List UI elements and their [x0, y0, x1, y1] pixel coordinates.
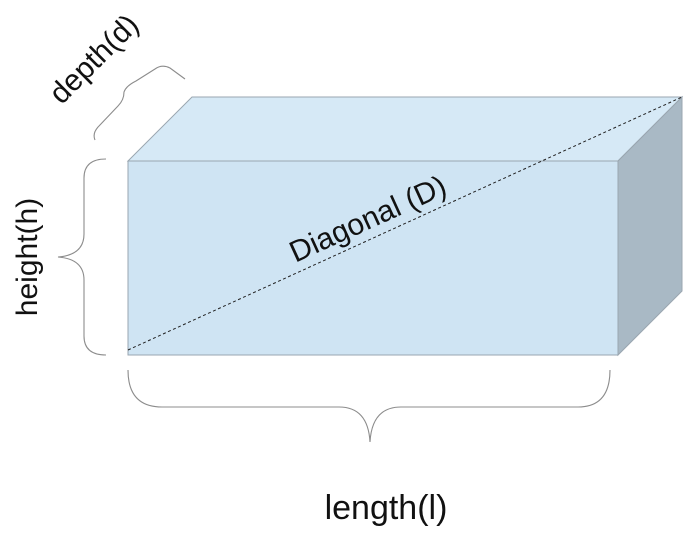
- diagonal-line: [127, 96, 683, 351]
- depth-label: depth(d): [43, 8, 145, 110]
- front-face: [127, 160, 619, 356]
- top-face: [126, 96, 684, 162]
- height-brace: [57, 158, 107, 356]
- height-label: height(h): [11, 198, 44, 316]
- length-brace: [127, 369, 611, 443]
- length-label: length(l): [325, 489, 448, 527]
- depth-brace: [93, 65, 186, 141]
